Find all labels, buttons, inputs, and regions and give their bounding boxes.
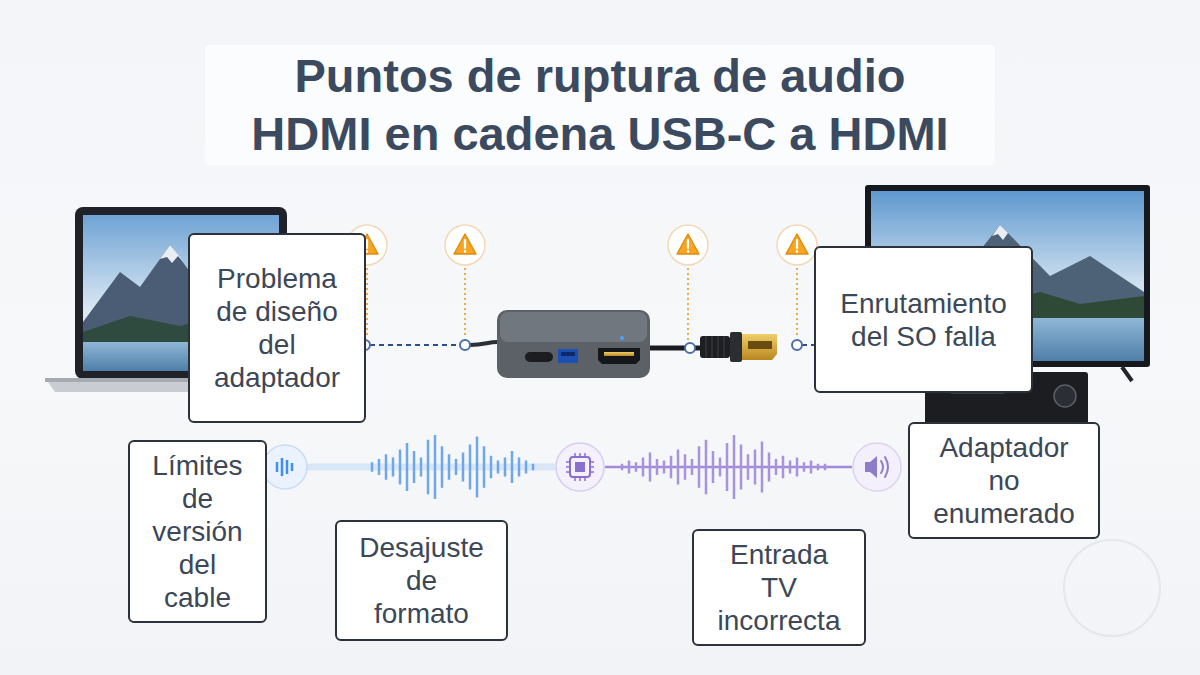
speaker-icon: [865, 456, 877, 478]
callout-box: Entrada TV incorrecta: [692, 529, 866, 646]
processor-icon: [556, 443, 604, 491]
callout-box: Problema de diseño del adaptador: [188, 233, 366, 423]
warning-leader-line: [367, 268, 797, 341]
speaker-icon: [853, 443, 901, 491]
warning-icon: [445, 225, 485, 265]
warning-icon: [366, 240, 368, 252]
warning-icon: [347, 225, 817, 265]
watermark-logo: [1064, 540, 1160, 636]
processor-icon: [575, 462, 585, 472]
warning-icon: [677, 234, 699, 254]
callout-box: Límites de versión del cable: [128, 440, 267, 623]
callout-text: Problema de diseño del adaptador: [214, 262, 340, 394]
hdmi-cable: [748, 341, 772, 349]
title-text: Puntos de ruptura de audio HDMI en caden…: [205, 45, 995, 165]
warning-leader-line: [687, 268, 689, 341]
callout-text: Límites de versión del cable: [152, 449, 242, 614]
callout-text: Entrada TV incorrecta: [718, 538, 841, 637]
usb-c-hub: [497, 310, 650, 378]
hdmi-cable: [742, 334, 777, 360]
audio-waveform: [300, 435, 852, 499]
warning-icon: [454, 234, 476, 254]
usb-c-hub: [500, 312, 647, 342]
warning-icon: [786, 234, 808, 254]
tv-illustration: [992, 225, 1008, 240]
callout-text: Enrutamiento del SO falla: [840, 287, 1007, 353]
warning-leader-line: [366, 268, 368, 338]
usb-c-hub: [561, 352, 575, 356]
processor-icon: [566, 453, 594, 481]
av-receiver: [1054, 385, 1076, 407]
callout-text: Desajuste de formato: [359, 531, 484, 630]
callout-box: Adaptador no enumerado: [908, 422, 1100, 539]
audio-waveform: [622, 435, 825, 499]
speaker-icon: [853, 443, 901, 491]
speaker-icon: [881, 457, 888, 477]
usb-c-hub: [620, 336, 624, 340]
usb-c-hub: [598, 348, 640, 364]
processor-icon: [556, 443, 604, 491]
signal-path-line: [470, 342, 497, 345]
callout-box: Desajuste de formato: [335, 520, 508, 641]
usb-c-hub: [558, 349, 578, 363]
signal-path-line: [802, 344, 814, 346]
processor-icon: [570, 457, 590, 477]
hdmi-cable: [706, 336, 724, 358]
break-point-dot: [460, 340, 470, 350]
usb-c-hub: [604, 352, 634, 356]
usb-c-hub: [525, 352, 553, 362]
warning-icon: [464, 240, 466, 252]
warning-icon: [796, 240, 798, 252]
warning-icon: [668, 225, 708, 265]
hdmi-cable: [730, 332, 742, 362]
break-point-dot: [685, 343, 695, 353]
hdmi-cable: [700, 336, 730, 358]
callout-box: Enrutamiento del SO falla: [814, 246, 1033, 393]
source-icon: [263, 445, 307, 489]
source-icon: [277, 458, 292, 476]
signal-path-line: [370, 344, 460, 346]
break-point-dot: [360, 340, 802, 353]
warning-icon: [777, 225, 817, 265]
break-point-dot: [792, 340, 802, 350]
audio-waveform: [372, 435, 533, 499]
warning-leader-line: [796, 268, 798, 338]
usb-c-hub: [497, 310, 650, 378]
warning-leader-line: [464, 268, 466, 338]
hdmi-cable: [650, 332, 777, 362]
laptop-illustration: [160, 245, 184, 263]
warning-icon: [687, 240, 689, 252]
callout-text: Adaptador no enumerado: [933, 431, 1075, 530]
source-icon: [263, 445, 307, 489]
